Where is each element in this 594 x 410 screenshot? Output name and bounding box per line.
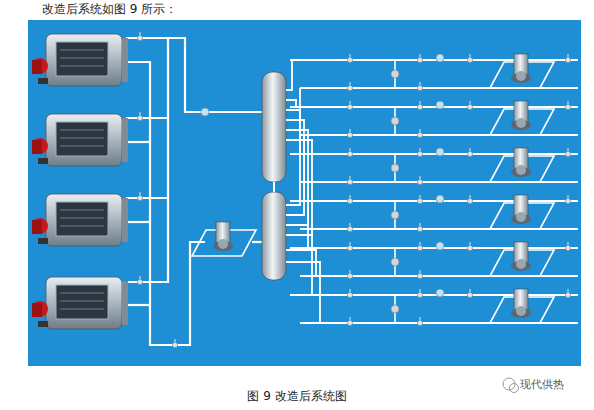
figure-caption: 图 9 改造后系统图 [0,388,594,405]
figure-title: 改造后系统如图 9 所示： [42,1,177,18]
watermark-text: 现代供热 [520,377,564,392]
